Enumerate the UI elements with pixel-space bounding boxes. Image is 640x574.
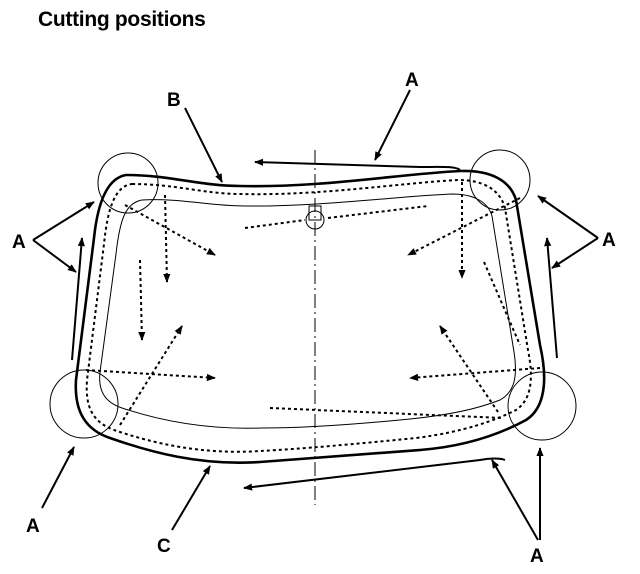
corner-circle-top-left (97, 152, 159, 214)
label-a-bottom-left: A (26, 516, 40, 537)
leader-a-bottom-right-1 (491, 459, 539, 541)
leader-a-right-upper (537, 195, 599, 239)
cut-path-left-mid (138, 259, 146, 341)
cut-path-bottom (269, 407, 503, 419)
label-a-right: A (602, 230, 616, 251)
cut-path-right-horizontal (409, 367, 541, 381)
label-c: C (157, 536, 171, 557)
label-a-bottom-right: A (530, 546, 544, 567)
mirror-mount (305, 210, 325, 230)
leader-c (171, 465, 211, 531)
cut-path-right-lower-diag (439, 325, 499, 413)
leader-a-left-upper (32, 201, 95, 241)
leader-a-right-lower (551, 237, 599, 269)
leader-a-top (374, 89, 411, 161)
cut-arrow-top (254, 158, 461, 171)
cut-path-left-upper-diag (124, 204, 216, 256)
mirror-mount-base (308, 205, 322, 221)
corner-circle-bottom-right (507, 371, 577, 441)
cut-arrow-bottom (243, 457, 506, 491)
cut-path-left-lower-diag (119, 325, 183, 426)
cut-path-right-mid (483, 261, 521, 346)
windshield-outer-outline (74, 169, 546, 464)
corner-circle-bottom-left (49, 369, 119, 439)
leader-a-left-lower (32, 239, 77, 273)
cut-arrow-left-side (71, 237, 85, 361)
label-a-top: A (405, 70, 419, 91)
cut-path-top-right (327, 205, 429, 219)
cut-arrow-right-side (544, 237, 558, 359)
windshield-dashed-outline (85, 178, 532, 453)
cut-path-left-horizontal (85, 369, 216, 382)
diagram-title: Cutting positions (38, 8, 206, 31)
label-a-left: A (12, 232, 26, 253)
cut-path-right-upper-diag (407, 197, 521, 256)
windshield-inner-outline (99, 193, 516, 429)
leader-a-bottom-left (41, 446, 75, 509)
leader-b (184, 107, 223, 183)
cut-path-top-center (244, 219, 306, 229)
label-b: B (167, 90, 181, 111)
cut-path-left-upper-down (163, 194, 171, 283)
